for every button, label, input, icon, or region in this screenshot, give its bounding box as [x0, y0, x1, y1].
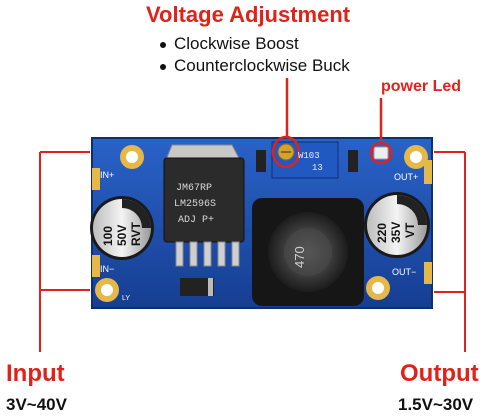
- mounting-pad-top-left: [120, 145, 144, 169]
- power-led-label: power Led: [381, 78, 462, 95]
- pad-out-minus: [424, 262, 432, 284]
- mounting-pad-bottom-right: [366, 276, 390, 300]
- chip-text-3: ADJ P+: [178, 215, 214, 226]
- label-in-plus: IN+: [100, 170, 114, 180]
- mounting-pad-bottom-left: [95, 278, 119, 302]
- power-led: [373, 146, 389, 160]
- chip-text-2: LM2596S: [174, 199, 216, 210]
- label-in-minus: IN−: [100, 264, 114, 274]
- output-range: 1.5V~30V: [398, 395, 474, 414]
- cap-left-text-3: RVT: [129, 222, 143, 246]
- bullet-text: Clockwise Boost: [174, 34, 299, 53]
- pad-in-plus: [92, 168, 100, 190]
- bullet-dot-icon: [160, 41, 166, 48]
- diode: [180, 278, 214, 296]
- pot-pointer: [271, 78, 301, 169]
- led-pointer: [369, 98, 393, 165]
- pad-in-minus: [92, 255, 100, 277]
- label-ly: LY: [122, 295, 130, 302]
- capacitor-right: [364, 192, 430, 258]
- cap-right-text-2: 35V: [389, 222, 403, 243]
- regulator-pins: [175, 241, 240, 267]
- input-range: 3V~40V: [6, 395, 67, 414]
- smd-resistor-1: [256, 150, 266, 172]
- pad-out-plus: [424, 160, 432, 184]
- smd-resistor-2: [348, 150, 358, 172]
- inductor: [252, 198, 364, 306]
- label-out-minus: OUT−: [392, 267, 416, 277]
- bullet-clockwise: Clockwise Boost: [160, 34, 299, 54]
- inductor-text: 470: [292, 246, 307, 268]
- bullet-text: Counterclockwise Buck: [174, 56, 350, 75]
- output-label: Output: [400, 360, 479, 387]
- input-label: Input: [6, 360, 65, 387]
- pot-text-1: W103: [298, 151, 320, 161]
- bullet-dot-icon: [160, 63, 166, 70]
- output-bracket: [434, 151, 466, 352]
- cap-right-text-3: VT: [403, 222, 417, 238]
- mounting-pad-top-right: [404, 145, 428, 169]
- pot-text-2: 13: [312, 163, 323, 173]
- cap-left-text-2: 50V: [115, 225, 129, 246]
- chip-text-1: JM67RP: [176, 183, 212, 194]
- label-out-plus: OUT+: [394, 172, 418, 182]
- bullet-counterclockwise: Counterclockwise Buck: [160, 56, 350, 76]
- capacitor-left: [90, 196, 154, 260]
- input-bracket: [39, 151, 90, 352]
- page-title: Voltage Adjustment: [146, 2, 351, 27]
- potentiometer: [271, 141, 339, 179]
- cap-right-text-1: 220: [375, 223, 389, 243]
- cap-left-text-1: 100: [101, 226, 115, 246]
